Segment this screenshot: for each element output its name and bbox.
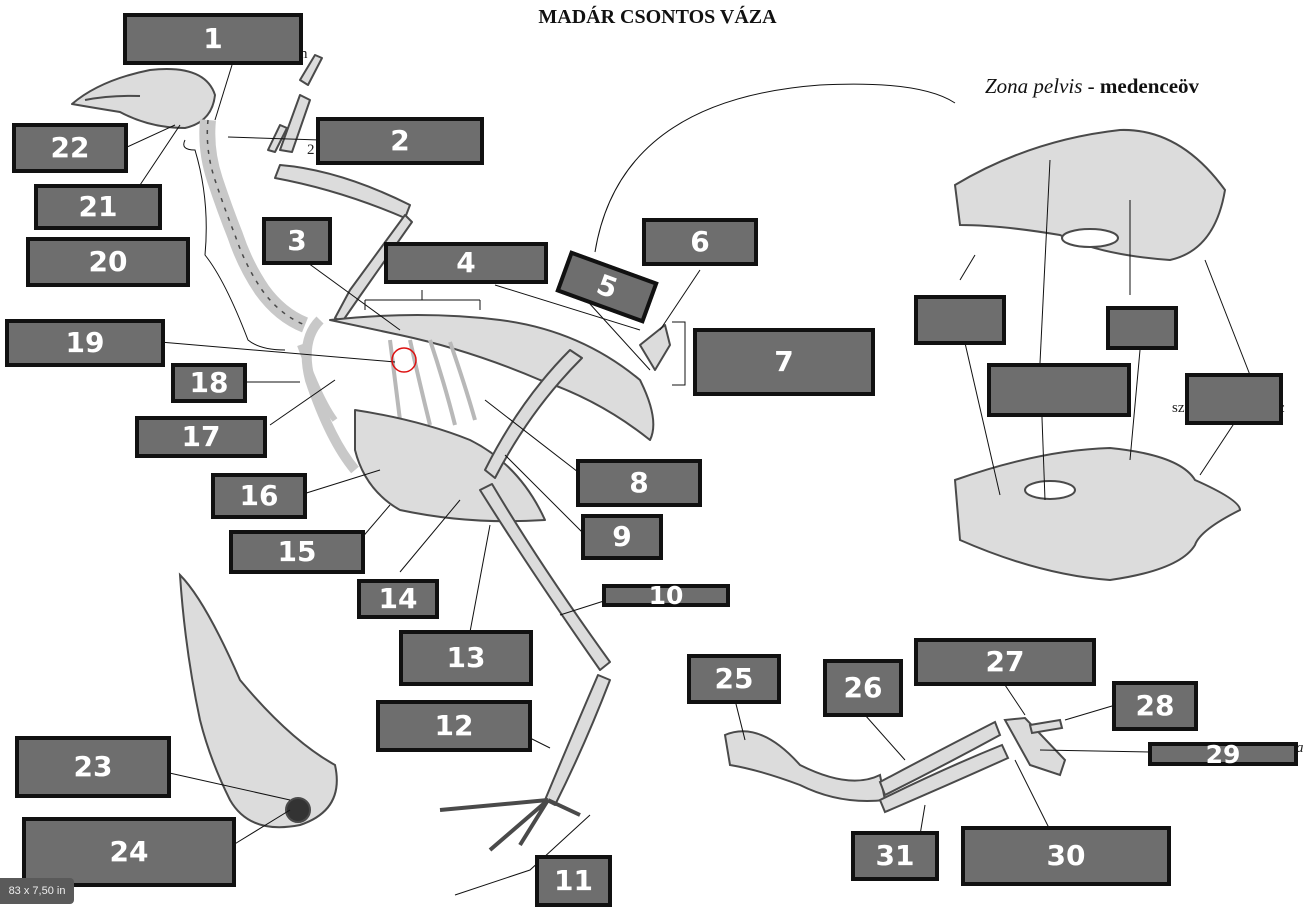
pelvis-label-box[interactable]: [1106, 306, 1178, 350]
label-box-21[interactable]: 21: [34, 184, 162, 230]
radius: [878, 720, 1002, 797]
ulna: [878, 743, 1010, 814]
label-box-9[interactable]: 9: [581, 514, 663, 560]
carpometacarpus: [1003, 716, 1067, 777]
label-box-2[interactable]: 2: [316, 117, 484, 165]
label-box-25[interactable]: 25: [687, 654, 781, 704]
label-box-6[interactable]: 6: [642, 218, 758, 266]
label-box-30[interactable]: 30: [961, 826, 1171, 886]
tarsometatarsus: [544, 674, 611, 806]
label-box-23[interactable]: 23: [15, 736, 171, 798]
humerus: [274, 164, 411, 219]
label-box-26[interactable]: 26: [823, 659, 903, 717]
pelvis-top-view: [953, 446, 1242, 582]
pelvis-label-box[interactable]: [987, 363, 1131, 417]
tibiotarsus: [479, 483, 611, 671]
label-box-19[interactable]: 19: [5, 319, 165, 367]
pelvis-title-hungarian: medenceöv: [1099, 74, 1200, 98]
femur: [484, 349, 583, 479]
page-title: MADÁR CSONTOS VÁZA: [538, 6, 777, 28]
label-box-22[interactable]: 22: [12, 123, 128, 173]
label-box-14[interactable]: 14: [357, 579, 439, 619]
label-box-12[interactable]: 12: [376, 700, 532, 752]
size-badge: 83 x 7,50 in: [0, 878, 74, 904]
skull-top-view: [178, 572, 338, 829]
label-box-18[interactable]: 18: [171, 363, 247, 403]
fragment-text: 2: [307, 142, 315, 158]
pelvis-title-latin: Zona pelvis: [985, 74, 1083, 98]
label-box-4[interactable]: 4: [384, 242, 548, 284]
label-box-7[interactable]: 7: [693, 328, 875, 396]
pelvis-label-box[interactable]: [914, 295, 1006, 345]
label-box-29[interactable]: 29: [1148, 742, 1298, 767]
label-box-11[interactable]: 11: [535, 855, 612, 907]
humerus-detached: [723, 730, 887, 802]
skull: [71, 68, 216, 129]
label-box-20[interactable]: 20: [26, 237, 190, 287]
pelvis-title-separator: -: [1082, 74, 1100, 98]
label-box-28[interactable]: 28: [1112, 681, 1198, 731]
label-box-17[interactable]: 17: [135, 416, 267, 458]
pelvis-label-box[interactable]: [1185, 373, 1283, 425]
label-box-10[interactable]: 10: [602, 583, 730, 608]
synsacrum-pelvis: [329, 314, 655, 441]
label-box-13[interactable]: 13: [399, 630, 533, 686]
label-box-1[interactable]: 1: [123, 13, 303, 65]
label-box-24[interactable]: 24: [22, 817, 236, 887]
pelvis-section-title: Zona pelvis - medenceöv: [985, 74, 1199, 99]
label-box-16[interactable]: 16: [211, 473, 307, 519]
label-box-15[interactable]: 15: [229, 530, 365, 574]
fragment-text: a: [1296, 740, 1304, 756]
label-box-27[interactable]: 27: [914, 638, 1096, 686]
label-box-3[interactable]: 3: [262, 217, 332, 265]
fragment-text: n: [300, 46, 308, 62]
label-box-8[interactable]: 8: [576, 459, 702, 507]
fragment-text: sz: [1172, 400, 1185, 416]
pelvis-side-view: [953, 128, 1227, 262]
label-box-31[interactable]: 31: [851, 831, 939, 881]
